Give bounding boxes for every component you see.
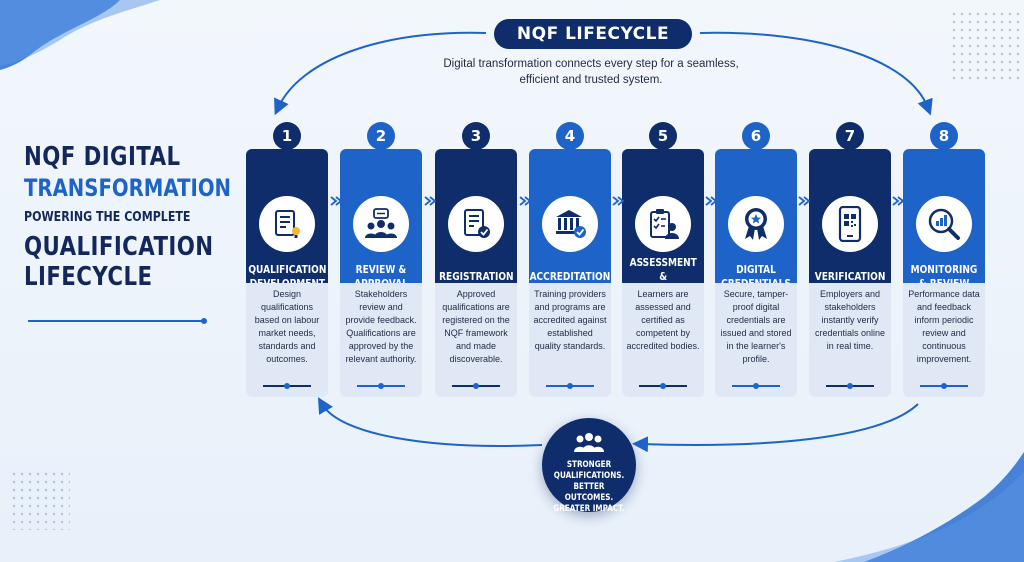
step-description: Secure, tamper-proof digital credentials… — [720, 289, 792, 364]
step-card-body — [435, 283, 517, 397]
slider-knob — [660, 383, 666, 389]
step-card-8: 8 MONITORING & REVIEW Performance data a… — [903, 122, 985, 397]
step-slider — [639, 383, 687, 389]
step-card-3: 3 REGISTRATION Approved qualifications a… — [435, 122, 517, 397]
left-title-highlight: TRANSFORMATION — [24, 174, 232, 202]
step-card-header: REGISTRATION — [435, 149, 517, 283]
clipboard-person-icon — [635, 196, 691, 252]
step-card-body — [340, 283, 422, 397]
step-card-5: 5 ASSESSMENT & CERTIFICATION Learners ar… — [622, 122, 704, 397]
step-card-body — [903, 283, 985, 397]
step-card-2: 2 REVIEW & APPROVAL Stakeholders review … — [340, 122, 422, 397]
slider-knob — [473, 383, 479, 389]
slider-knob — [847, 383, 853, 389]
step-card-header: DIGITAL CREDENTIALS — [715, 149, 797, 290]
step-card-header: ASSESSMENT & CERTIFICATION — [622, 149, 704, 297]
step-slider — [263, 383, 311, 389]
step-number: 1 — [273, 122, 301, 150]
step-number: 6 — [742, 122, 770, 150]
chevron-right-icon — [519, 196, 531, 206]
dot-pattern-decoration — [10, 470, 70, 530]
people-chat-icon — [353, 196, 409, 252]
step-card-header: QUALIFICATION DEVELOPMENT — [246, 149, 328, 290]
step-number: 2 — [367, 122, 395, 150]
subtitle-line: efficient and trusted system. — [519, 74, 663, 86]
outcome-line: GREATER IMPACT. — [553, 504, 625, 514]
dot-pattern-decoration — [950, 10, 1020, 80]
outcome-line: STRONGER — [566, 460, 612, 470]
step-slider — [920, 383, 968, 389]
people-group-icon — [574, 433, 604, 452]
chevron-right-icon — [330, 196, 342, 206]
step-description: Performance data and feedback inform per… — [908, 289, 980, 364]
step-description: Design qualifications based on labour ma… — [254, 289, 320, 364]
chevron-right-icon — [424, 196, 436, 206]
slider-knob — [284, 383, 290, 389]
left-title-line: QUALIFICATION — [24, 232, 214, 262]
outcome-circle: STRONGER QUALIFICATIONS. BETTER OUTCOMES… — [542, 418, 636, 515]
outcome-line: BETTER OUTCOMES. — [564, 482, 614, 503]
step-description: Training providers and programs are accr… — [533, 289, 607, 351]
step-card-4: 4 ACCREDITATION Training providers and p… — [529, 122, 611, 397]
chevron-right-icon — [798, 196, 810, 206]
step-card-header: ACCREDITATION — [529, 149, 611, 283]
step-slider — [357, 383, 405, 389]
corner-wave-decoration — [0, 0, 160, 70]
subtitle-line: Digital transformation connects every st… — [443, 58, 739, 70]
left-title-tagline: POWERING THE COMPLETE — [24, 210, 191, 225]
outcome-line: QUALIFICATIONS. — [553, 471, 625, 481]
step-card-body — [529, 283, 611, 397]
slider-knob — [567, 383, 573, 389]
step-card-body — [715, 283, 797, 397]
award-badge-icon — [728, 196, 784, 252]
chevron-right-icon — [892, 196, 904, 206]
slider-knob — [753, 383, 759, 389]
step-card-header: REVIEW & APPROVAL — [340, 149, 422, 290]
left-title-underline — [28, 318, 207, 324]
step-title: VERIFICATION — [814, 271, 886, 283]
step-description: Approved qualifications are registered o… — [442, 289, 510, 364]
chevron-right-icon — [705, 196, 717, 206]
step-number: 8 — [930, 122, 958, 150]
step-number: 3 — [462, 122, 490, 150]
step-slider — [826, 383, 874, 389]
step-card-header: VERIFICATION — [809, 149, 891, 283]
step-card-1: 1 QUALIFICATION DEVELOPMENT Design quali… — [246, 122, 328, 397]
step-card-body — [622, 283, 704, 397]
phone-qr-icon — [822, 196, 878, 252]
outcome-text: STRONGER QUALIFICATIONS. BETTER OUTCOMES… — [542, 460, 636, 515]
document-lightbulb-icon — [259, 196, 315, 252]
institution-check-icon — [542, 196, 598, 252]
step-card-6: 6 DIGITAL CREDENTIALS Secure, tamper-pro… — [715, 122, 797, 397]
left-title-line: NQF DIGITAL — [24, 142, 181, 172]
step-number: 5 — [649, 122, 677, 150]
step-card-header: MONITORING & REVIEW — [903, 149, 985, 290]
lifecycle-subtitle: Digital transformation connects every st… — [430, 56, 752, 88]
step-card-7: 7 VERIFICATION Employers and stakeholder… — [809, 122, 891, 397]
step-slider — [546, 383, 594, 389]
step-slider — [732, 383, 780, 389]
left-title-block: NQF DIGITAL TRANSFORMATION POWERING THE … — [24, 142, 234, 292]
step-number: 7 — [836, 122, 864, 150]
step-card-body — [246, 283, 328, 397]
magnifier-chart-icon — [916, 196, 972, 252]
step-title: REGISTRATION — [438, 271, 514, 283]
step-description: Employers and stakeholders instantly ver… — [814, 289, 886, 351]
slider-knob — [941, 383, 947, 389]
chevron-right-icon — [612, 196, 624, 206]
step-title: ACCREDITATION — [529, 271, 611, 283]
slider-knob — [378, 383, 384, 389]
left-title-line: LIFECYCLE — [24, 262, 153, 292]
corner-wave-decoration — [834, 452, 1024, 562]
lifecycle-title-pill: NQF LIFECYCLE — [494, 19, 692, 49]
step-description: Stakeholders review and provide feedback… — [345, 289, 417, 364]
step-number: 4 — [556, 122, 584, 150]
step-description: Learners are assessed and certified as c… — [626, 289, 700, 351]
step-card-body — [809, 283, 891, 397]
step-slider — [452, 383, 500, 389]
document-check-icon — [448, 196, 504, 252]
